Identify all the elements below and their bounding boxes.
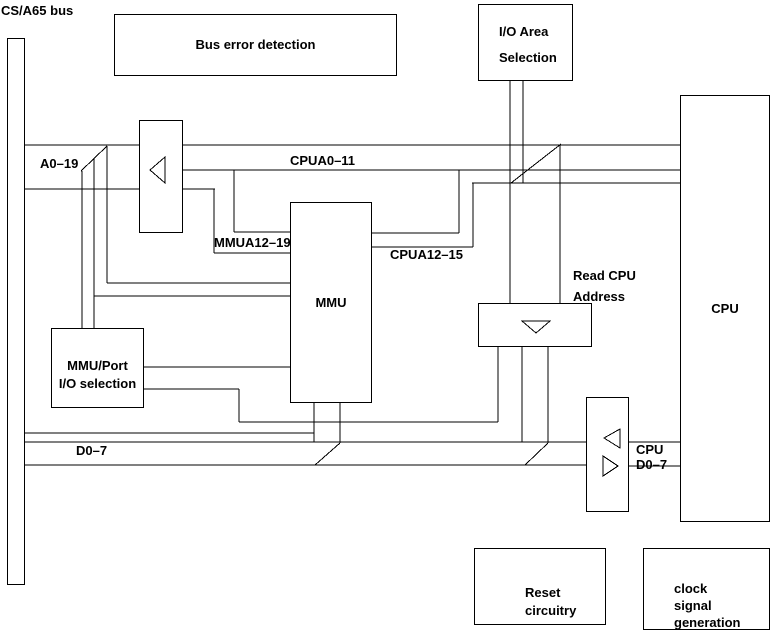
- label-cpu-data-2: D0–7: [636, 457, 668, 472]
- reset-circuitry-label: Reset: [525, 585, 561, 600]
- reset-circuitry-label: circuitry: [525, 603, 577, 618]
- address-buffer-direction-triangle: [149, 155, 166, 185]
- bus-error-detection-label: Bus error detection: [195, 37, 316, 52]
- cs-a65-bus-bar: [7, 38, 25, 585]
- label-cs-a65-bus: CS/A65 bus: [1, 3, 74, 18]
- mmu-port-io-selection-label: MMU/Port: [67, 358, 128, 373]
- bus-wire: [314, 442, 341, 466]
- label-cpua12-15: CPUA12–15: [390, 247, 463, 262]
- mmu-label: MMU: [315, 294, 347, 310]
- cpu-label: CPU: [711, 300, 739, 316]
- clock-signal-generation-label: clock: [674, 581, 708, 596]
- read-cpu-address-direction-triangle: [520, 320, 552, 334]
- clock-signal-generation-label: signal: [674, 598, 712, 613]
- label-mmua12-19: MMUA12–19: [214, 235, 291, 250]
- label-read-cpu: Read CPU: [573, 268, 636, 283]
- data-buffer-write-triangle: [602, 455, 619, 477]
- reset-circuitry: Reset circuitry: [474, 548, 606, 625]
- cpu-data-buffer: [586, 397, 629, 512]
- label-cpu-data-1: CPU: [636, 442, 664, 457]
- bus-wire: [80, 145, 108, 172]
- data-buffer-read-triangle: [603, 428, 621, 449]
- bus-wire: [510, 143, 562, 184]
- label-read-address: Address: [573, 289, 626, 304]
- label-a0-19: A0–19: [40, 156, 79, 171]
- label-cpua0-11: CPUA0–11: [290, 153, 356, 168]
- io-area-selection-label: I/O Area: [499, 24, 549, 39]
- io-area-selection-label: Selection: [499, 50, 557, 65]
- clock-signal-generation: clock signal generation: [643, 548, 770, 630]
- address-buffer: [139, 120, 183, 233]
- label-d0-7: D0–7: [76, 443, 108, 458]
- mmu-port-io-selection-label: I/O selection: [58, 376, 137, 391]
- bus-wire: [524, 442, 549, 466]
- read-cpu-address: [478, 303, 592, 347]
- cpu: CPU: [680, 95, 770, 522]
- bus-error-detection: Bus error detection: [114, 14, 397, 76]
- clock-signal-generation-label: generation: [674, 615, 741, 630]
- mmu: MMU: [290, 202, 372, 403]
